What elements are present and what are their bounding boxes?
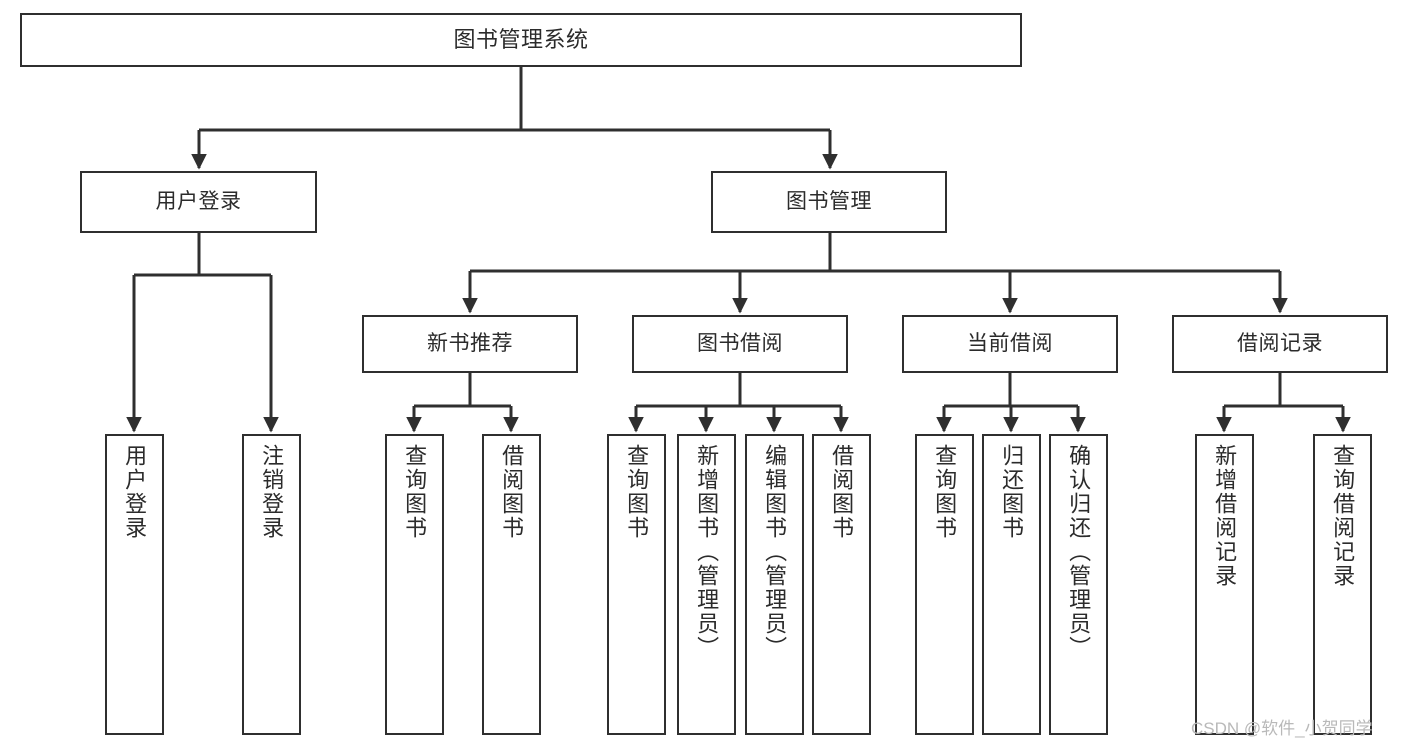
node-user-login[interactable]: 用户登录 <box>80 171 317 233</box>
node-leaf-return-book[interactable]: 归还图书 <box>982 434 1041 735</box>
node-leaf-confirm-return[interactable]: 确认归还（管理员） <box>1049 434 1108 735</box>
node-leaf-user-login-label: 用户登录 <box>122 444 148 540</box>
node-leaf-query-book-3[interactable]: 查询图书 <box>915 434 974 735</box>
node-leaf-edit-book-label: 编辑图书（管理员） <box>762 444 788 660</box>
node-root-system-label: 图书管理系统 <box>453 26 589 52</box>
node-root-system[interactable]: 图书管理系统 <box>20 13 1022 67</box>
node-user-login-label: 用户登录 <box>155 190 242 214</box>
node-leaf-borrow-book-1[interactable]: 借阅图书 <box>482 434 541 735</box>
node-leaf-borrow-book-2-label: 借阅图书 <box>829 444 855 540</box>
node-leaf-logout-login-label: 注销登录 <box>259 444 285 540</box>
node-book-borrow-label: 图书借阅 <box>697 332 783 356</box>
node-leaf-borrow-book-2[interactable]: 借阅图书 <box>812 434 871 735</box>
node-leaf-add-record-label: 新增借阅记录 <box>1212 444 1238 588</box>
node-book-manage[interactable]: 图书管理 <box>711 171 947 233</box>
node-leaf-user-login[interactable]: 用户登录 <box>105 434 164 735</box>
node-book-manage-label: 图书管理 <box>786 190 872 214</box>
node-leaf-borrow-book-1-label: 借阅图书 <box>499 444 525 540</box>
node-leaf-query-book-1[interactable]: 查询图书 <box>385 434 444 735</box>
node-borrow-record[interactable]: 借阅记录 <box>1172 315 1388 373</box>
node-leaf-return-book-label: 归还图书 <box>999 444 1025 540</box>
node-leaf-confirm-return-label: 确认归还（管理员） <box>1066 444 1092 660</box>
node-leaf-logout-login[interactable]: 注销登录 <box>242 434 301 735</box>
node-leaf-edit-book[interactable]: 编辑图书（管理员） <box>745 434 804 735</box>
node-new-book-recommend-label: 新书推荐 <box>427 332 513 356</box>
node-current-borrow[interactable]: 当前借阅 <box>902 315 1118 373</box>
node-book-borrow[interactable]: 图书借阅 <box>632 315 848 373</box>
node-leaf-query-record-label: 查询借阅记录 <box>1330 444 1356 588</box>
node-leaf-add-book[interactable]: 新增图书（管理员） <box>677 434 736 735</box>
csdn-watermark: CSDN @软件_小贺同学 <box>1191 719 1373 738</box>
node-leaf-query-book-1-label: 查询图书 <box>402 444 428 540</box>
node-leaf-query-book-2-label: 查询图书 <box>624 444 650 540</box>
node-leaf-query-book-2[interactable]: 查询图书 <box>607 434 666 735</box>
node-leaf-query-book-3-label: 查询图书 <box>932 444 958 540</box>
node-current-borrow-label: 当前借阅 <box>967 332 1053 356</box>
node-leaf-add-book-label: 新增图书（管理员） <box>694 444 720 660</box>
node-leaf-add-record[interactable]: 新增借阅记录 <box>1195 434 1254 735</box>
node-new-book-recommend[interactable]: 新书推荐 <box>362 315 578 373</box>
node-leaf-query-record[interactable]: 查询借阅记录 <box>1313 434 1372 735</box>
node-borrow-record-label: 借阅记录 <box>1237 332 1323 356</box>
